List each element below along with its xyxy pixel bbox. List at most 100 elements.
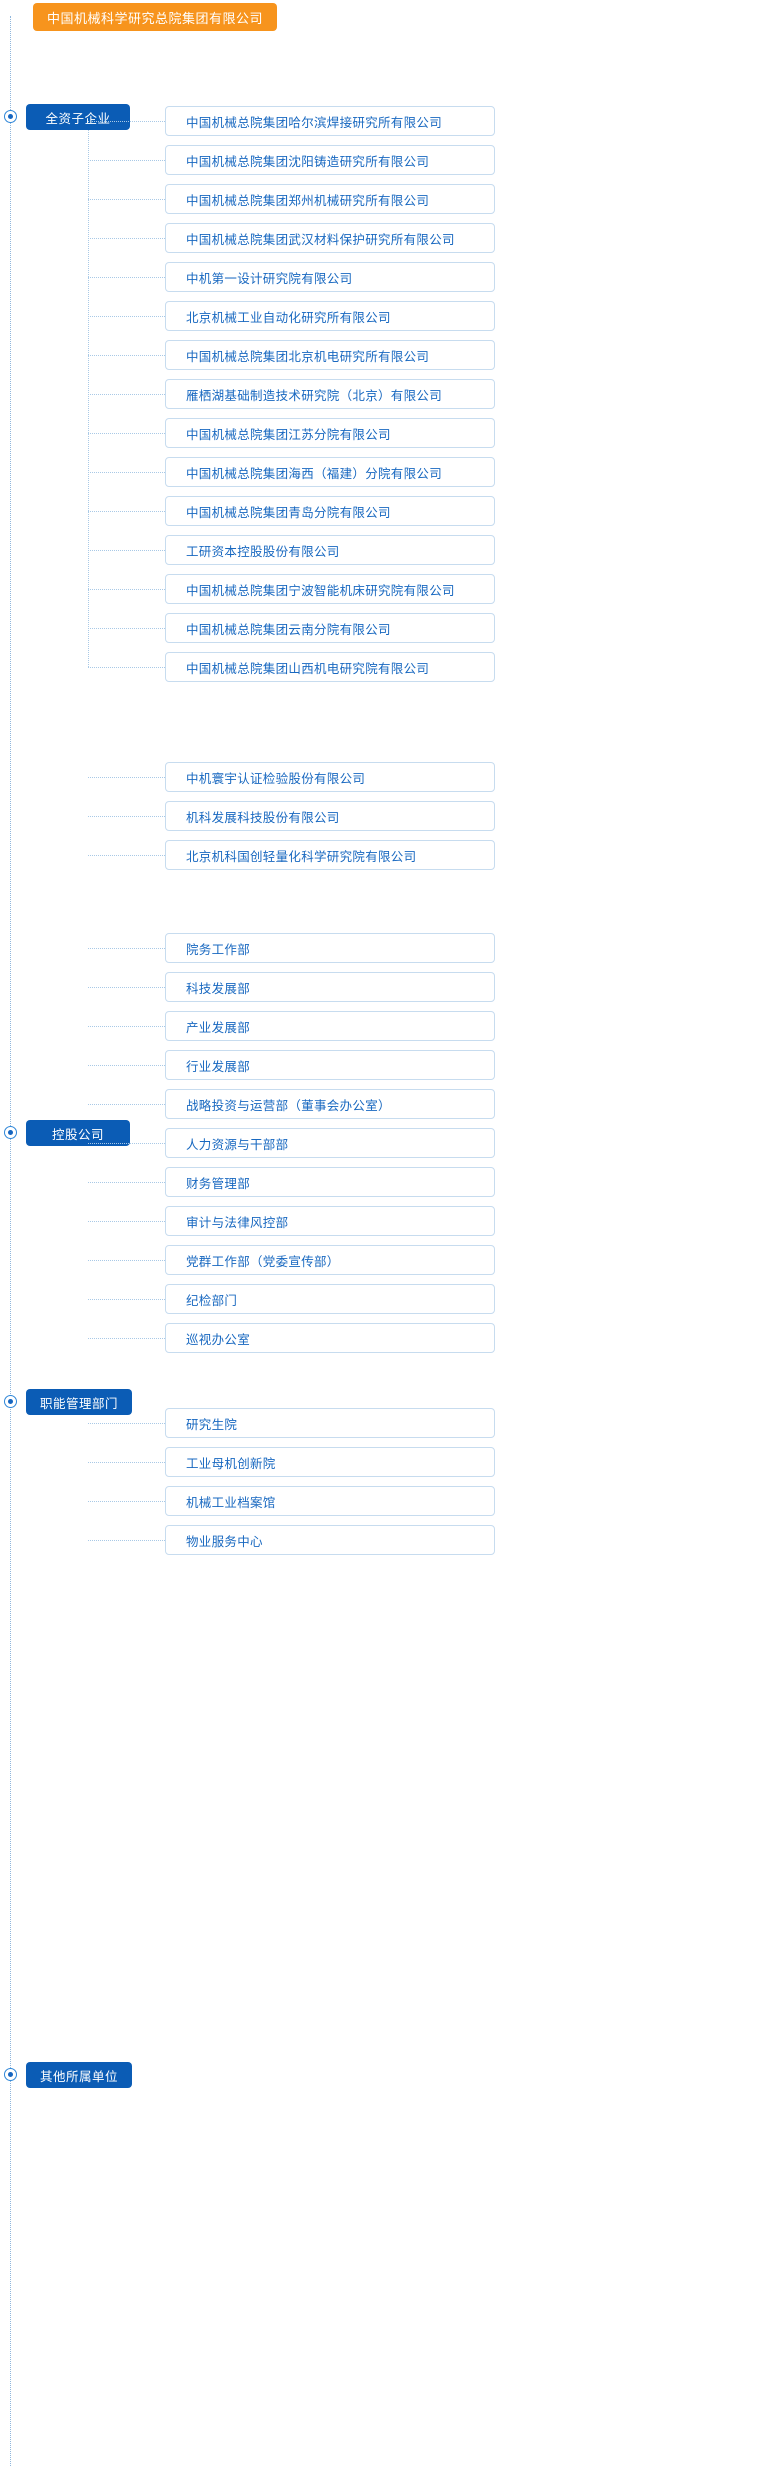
org-item-row: 战略投资与运营部（董事会办公室） — [0, 1089, 779, 1119]
org-item-card[interactable]: 北京机械工业自动化研究所有限公司 — [165, 301, 495, 331]
item-connector-line — [88, 433, 165, 434]
org-item-row: 行业发展部 — [0, 1050, 779, 1080]
item-connector-line — [88, 855, 165, 856]
org-item-card[interactable]: 北京机科国创轻量化科学研究院有限公司 — [165, 840, 495, 870]
item-connector-line — [88, 1026, 165, 1027]
org-item-row: 中国机械总院集团江苏分院有限公司 — [0, 418, 779, 448]
org-item-card[interactable]: 物业服务中心 — [165, 1525, 495, 1555]
org-item-row: 中国机械总院集团宁波智能机床研究院有限公司 — [0, 574, 779, 604]
item-connector-line — [88, 1462, 165, 1463]
item-connector-line — [88, 550, 165, 551]
org-item-row: 产业发展部 — [0, 1011, 779, 1041]
org-item-card[interactable]: 工业母机创新院 — [165, 1447, 495, 1477]
item-connector-line — [88, 667, 165, 668]
item-connector-line — [88, 987, 165, 988]
org-item-row: 工研资本控股股份有限公司 — [0, 535, 779, 565]
org-item-row: 机科发展科技股份有限公司 — [0, 801, 779, 831]
item-connector-line — [88, 1423, 165, 1424]
org-item-row: 物业服务中心 — [0, 1525, 779, 1555]
item-connector-line — [88, 1221, 165, 1222]
org-item-card[interactable]: 中国机械总院集团云南分院有限公司 — [165, 613, 495, 643]
org-item-card[interactable]: 雁栖湖基础制造技术研究院（北京）有限公司 — [165, 379, 495, 409]
org-item-card[interactable]: 审计与法律风控部 — [165, 1206, 495, 1236]
org-item-row: 中国机械总院集团武汉材料保护研究所有限公司 — [0, 223, 779, 253]
org-item-row: 雁栖湖基础制造技术研究院（北京）有限公司 — [0, 379, 779, 409]
item-connector-line — [88, 472, 165, 473]
org-chart-main-spine — [10, 16, 11, 2466]
group-node-marker-icon — [4, 2068, 17, 2081]
org-item-row: 中国机械总院集团沈阳铸造研究所有限公司 — [0, 145, 779, 175]
org-item-card[interactable]: 机科发展科技股份有限公司 — [165, 801, 495, 831]
org-item-card[interactable]: 科技发展部 — [165, 972, 495, 1002]
item-connector-line — [88, 777, 165, 778]
org-item-card[interactable]: 中国机械总院集团青岛分院有限公司 — [165, 496, 495, 526]
org-item-row: 中国机械总院集团海西（福建）分院有限公司 — [0, 457, 779, 487]
item-connector-line — [88, 628, 165, 629]
org-item-card[interactable]: 巡视办公室 — [165, 1323, 495, 1353]
org-item-card[interactable]: 院务工作部 — [165, 933, 495, 963]
org-item-card[interactable]: 党群工作部（党委宣传部） — [165, 1245, 495, 1275]
item-connector-line — [88, 394, 165, 395]
org-item-card[interactable]: 财务管理部 — [165, 1167, 495, 1197]
group-badge-3[interactable]: 职能管理部门 — [26, 1389, 133, 1415]
item-connector-line — [88, 121, 165, 122]
org-item-row: 中国机械总院集团郑州机械研究所有限公司 — [0, 184, 779, 214]
org-item-row: 机械工业档案馆 — [0, 1486, 779, 1516]
org-item-row: 研究生院 — [0, 1408, 779, 1438]
org-item-card[interactable]: 中国机械总院集团北京机电研究所有限公司 — [165, 340, 495, 370]
org-item-card[interactable]: 中国机械总院集团山西机电研究院有限公司 — [165, 652, 495, 682]
group-branch-line — [88, 130, 89, 667]
item-connector-line — [88, 1260, 165, 1261]
group-node-marker-icon — [4, 1126, 17, 1139]
org-item-card[interactable]: 机械工业档案馆 — [165, 1486, 495, 1516]
org-item-card[interactable]: 中国机械总院集团哈尔滨焊接研究所有限公司 — [165, 106, 495, 136]
org-item-row: 中机第一设计研究院有限公司 — [0, 262, 779, 292]
org-item-row: 中国机械总院集团云南分院有限公司 — [0, 613, 779, 643]
item-connector-line — [88, 1104, 165, 1105]
org-item-card[interactable]: 中国机械总院集团郑州机械研究所有限公司 — [165, 184, 495, 214]
item-connector-line — [88, 277, 165, 278]
item-connector-line — [88, 1501, 165, 1502]
org-item-card[interactable]: 中机第一设计研究院有限公司 — [165, 262, 495, 292]
org-item-row: 中机寰宇认证检验股份有限公司 — [0, 762, 779, 792]
group-badge-2[interactable]: 控股公司 — [26, 1120, 130, 1146]
item-connector-line — [88, 238, 165, 239]
org-item-card[interactable]: 纪检部门 — [165, 1284, 495, 1314]
org-item-card[interactable]: 产业发展部 — [165, 1011, 495, 1041]
org-item-card[interactable]: 中国机械总院集团海西（福建）分院有限公司 — [165, 457, 495, 487]
item-connector-line — [88, 355, 165, 356]
item-connector-line — [88, 1299, 165, 1300]
org-item-row: 审计与法律风控部 — [0, 1206, 779, 1236]
org-item-card[interactable]: 中国机械总院集团沈阳铸造研究所有限公司 — [165, 145, 495, 175]
org-item-row: 科技发展部 — [0, 972, 779, 1002]
org-item-row: 巡视办公室 — [0, 1323, 779, 1353]
item-connector-line — [88, 160, 165, 161]
item-connector-line — [88, 316, 165, 317]
org-item-card[interactable]: 中国机械总院集团武汉材料保护研究所有限公司 — [165, 223, 495, 253]
org-item-card[interactable]: 工研资本控股股份有限公司 — [165, 535, 495, 565]
root-organization-node[interactable]: 中国机械科学研究总院集团有限公司 — [33, 3, 278, 31]
org-item-row: 纪检部门 — [0, 1284, 779, 1314]
group-node-marker-icon — [4, 1395, 17, 1408]
org-item-card[interactable]: 行业发展部 — [165, 1050, 495, 1080]
org-item-card[interactable]: 人力资源与干部部 — [165, 1128, 495, 1158]
group-badge-4[interactable]: 其他所属单位 — [26, 2062, 133, 2088]
org-item-row: 中国机械总院集团青岛分院有限公司 — [0, 496, 779, 526]
org-item-card[interactable]: 研究生院 — [165, 1408, 495, 1438]
org-item-card[interactable]: 战略投资与运营部（董事会办公室） — [165, 1089, 495, 1119]
item-connector-line — [88, 1182, 165, 1183]
item-connector-line — [88, 1065, 165, 1066]
item-connector-line — [88, 1338, 165, 1339]
group-node-marker-icon — [4, 110, 17, 123]
org-item-row: 院务工作部 — [0, 933, 779, 963]
item-connector-line — [88, 948, 165, 949]
org-item-card[interactable]: 中机寰宇认证检验股份有限公司 — [165, 762, 495, 792]
item-connector-line — [88, 1540, 165, 1541]
org-item-card[interactable]: 中国机械总院集团江苏分院有限公司 — [165, 418, 495, 448]
org-item-row: 财务管理部 — [0, 1167, 779, 1197]
org-item-row: 北京机械工业自动化研究所有限公司 — [0, 301, 779, 331]
item-connector-line — [88, 199, 165, 200]
org-item-row: 中国机械总院集团山西机电研究院有限公司 — [0, 652, 779, 682]
group-badge-1[interactable]: 全资子企业 — [26, 104, 130, 130]
org-item-card[interactable]: 中国机械总院集团宁波智能机床研究院有限公司 — [165, 574, 495, 604]
